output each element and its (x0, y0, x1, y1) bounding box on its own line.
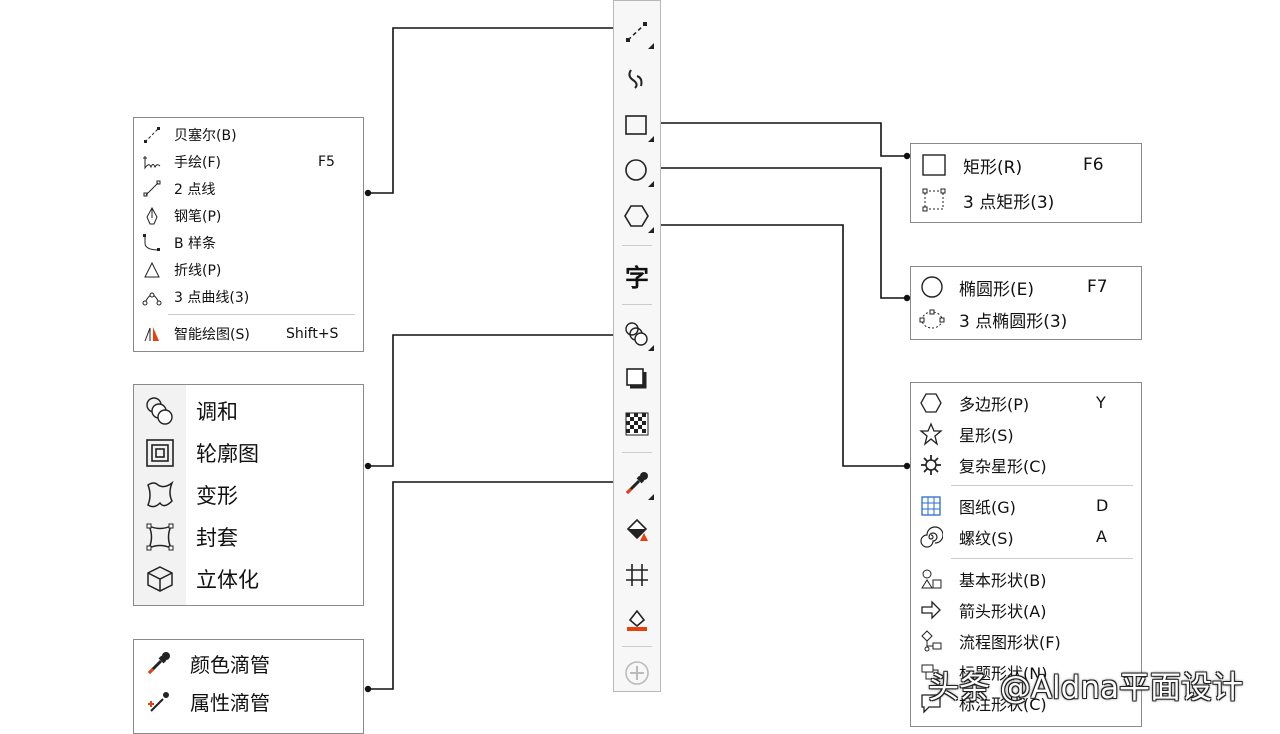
rectangle-icon (911, 152, 957, 178)
three-point-ellipse-icon (911, 306, 953, 332)
menu-item-bspline[interactable]: B 样条 (134, 230, 363, 255)
polygon-icon (911, 391, 951, 415)
menu-item-arrow-shapes[interactable]: 箭头形状(A) (911, 594, 1141, 625)
smart-drawing-icon (134, 324, 170, 344)
menu-item-distort[interactable]: 变形 (134, 474, 363, 516)
arrow-shapes-icon (911, 598, 951, 622)
menu-item-ellipse[interactable]: 椭圆形(E) F7 (911, 271, 1141, 303)
distort-icon (134, 479, 186, 511)
artistic-media-icon[interactable] (620, 61, 654, 95)
flowchart-shapes-icon (911, 629, 951, 653)
eyedropper-flyout-menu: 颜色滴管 属性滴管 (133, 639, 364, 734)
three-point-curve-icon (134, 287, 170, 307)
add-tool-icon[interactable] (620, 656, 654, 690)
extrude-icon (134, 563, 186, 595)
color-eyedropper-icon (134, 649, 184, 677)
ellipse-flyout-menu: 椭圆形(E) F7 3 点椭圆形(3) (910, 266, 1142, 340)
menu-item-bezier[interactable]: 贝塞尔(B) (134, 122, 363, 147)
two-point-line-icon (134, 179, 170, 199)
basic-shapes-icon (911, 567, 951, 591)
text-tool-icon[interactable]: 字 (625, 263, 649, 292)
menu-item-blend[interactable]: 调和 (134, 390, 363, 432)
menu-item-graph-paper[interactable]: 图纸(G) D (911, 490, 1141, 521)
contour-icon (134, 437, 186, 469)
toolbox: 字 (613, 0, 661, 692)
menu-item-3-point-rectangle[interactable]: 3 点矩形(3) (911, 183, 1141, 217)
attributes-eyedropper-icon (134, 687, 184, 715)
menu-item-pen[interactable]: 钢笔(P) (134, 203, 363, 228)
menu-item-rectangle[interactable]: 矩形(R) F6 (911, 148, 1141, 182)
menu-item-spiral[interactable]: 螺纹(S) A (911, 521, 1141, 552)
spiral-icon (911, 525, 951, 549)
bezier-icon (134, 125, 170, 145)
menu-item-contour[interactable]: 轮廓图 (134, 432, 363, 474)
blend-icon (134, 395, 186, 427)
mesh-fill-icon[interactable] (620, 558, 654, 592)
bspline-icon (134, 233, 170, 253)
menu-item-freehand[interactable]: 手绘(F) F5 (134, 149, 363, 174)
freehand-icon (134, 152, 170, 172)
menu-item-color-eyedropper[interactable]: 颜色滴管 (134, 644, 363, 682)
polyline-icon (134, 260, 170, 280)
menu-item-basic-shapes[interactable]: 基本形状(B) (911, 563, 1141, 594)
menu-item-flowchart-shapes[interactable]: 流程图形状(F) (911, 625, 1141, 656)
smart-fill-icon[interactable] (620, 603, 654, 637)
graph-paper-icon (911, 494, 951, 518)
banner-shapes-icon (911, 660, 951, 684)
menu-item-2-point-line[interactable]: 2 点线 (134, 176, 363, 201)
blend-tool-icon[interactable] (620, 317, 654, 351)
menu-item-banner-shapes[interactable]: 标题形状(N) (911, 656, 1141, 687)
menu-item-polygon[interactable]: 多边形(P) Y (911, 387, 1141, 418)
rectangle-tool-icon[interactable] (620, 108, 654, 142)
menu-item-star[interactable]: 星形(S) (911, 418, 1141, 449)
ellipse-icon (911, 274, 953, 300)
menu-item-polyline[interactable]: 折线(P) (134, 257, 363, 282)
menu-item-3-point-curve[interactable]: 3 点曲线(3) (134, 284, 363, 309)
polygon-flyout-menu: 多边形(P) Y 星形(S) 复杂星形(C) 图纸(G) D 螺纹(S) A 基… (910, 382, 1142, 727)
eyedropper-tool-icon[interactable] (620, 466, 654, 500)
ellipse-tool-icon[interactable] (620, 153, 654, 187)
menu-item-smart-drawing[interactable]: 智能绘图(S) Shift+S (134, 321, 363, 346)
callout-shapes-icon (911, 691, 951, 715)
envelope-icon (134, 521, 186, 553)
star-icon (911, 421, 951, 446)
curves-flyout-menu: 贝塞尔(B) 手绘(F) F5 2 点线 钢笔(P) B 样条 折线(P) 3 … (133, 117, 364, 352)
menu-item-extrude[interactable]: 立体化 (134, 558, 363, 600)
watermark-text: 头条 @Aldna平面设计 (928, 670, 1243, 706)
rectangle-flyout-menu: 矩形(R) F6 3 点矩形(3) (910, 143, 1142, 223)
drop-shadow-icon[interactable] (620, 362, 654, 396)
menu-item-callout-shapes[interactable]: 标注形状(C) (911, 687, 1141, 718)
menu-item-complex-star[interactable]: 复杂星形(C) (911, 449, 1141, 480)
effects-flyout-menu: 调和 轮廓图 变形 封套 立体化 (133, 384, 364, 606)
interactive-fill-icon[interactable] (620, 513, 654, 547)
menu-item-3-point-ellipse[interactable]: 3 点椭圆形(3) (911, 303, 1141, 335)
polygon-tool-icon[interactable] (620, 199, 654, 233)
menu-item-envelope[interactable]: 封套 (134, 516, 363, 558)
complex-star-icon (911, 453, 951, 477)
pen-icon (134, 206, 170, 226)
bezier-tool-icon[interactable] (620, 15, 654, 49)
three-point-rectangle-icon (911, 187, 957, 213)
menu-item-attributes-eyedropper[interactable]: 属性滴管 (134, 682, 363, 720)
transparency-icon[interactable] (620, 407, 654, 441)
